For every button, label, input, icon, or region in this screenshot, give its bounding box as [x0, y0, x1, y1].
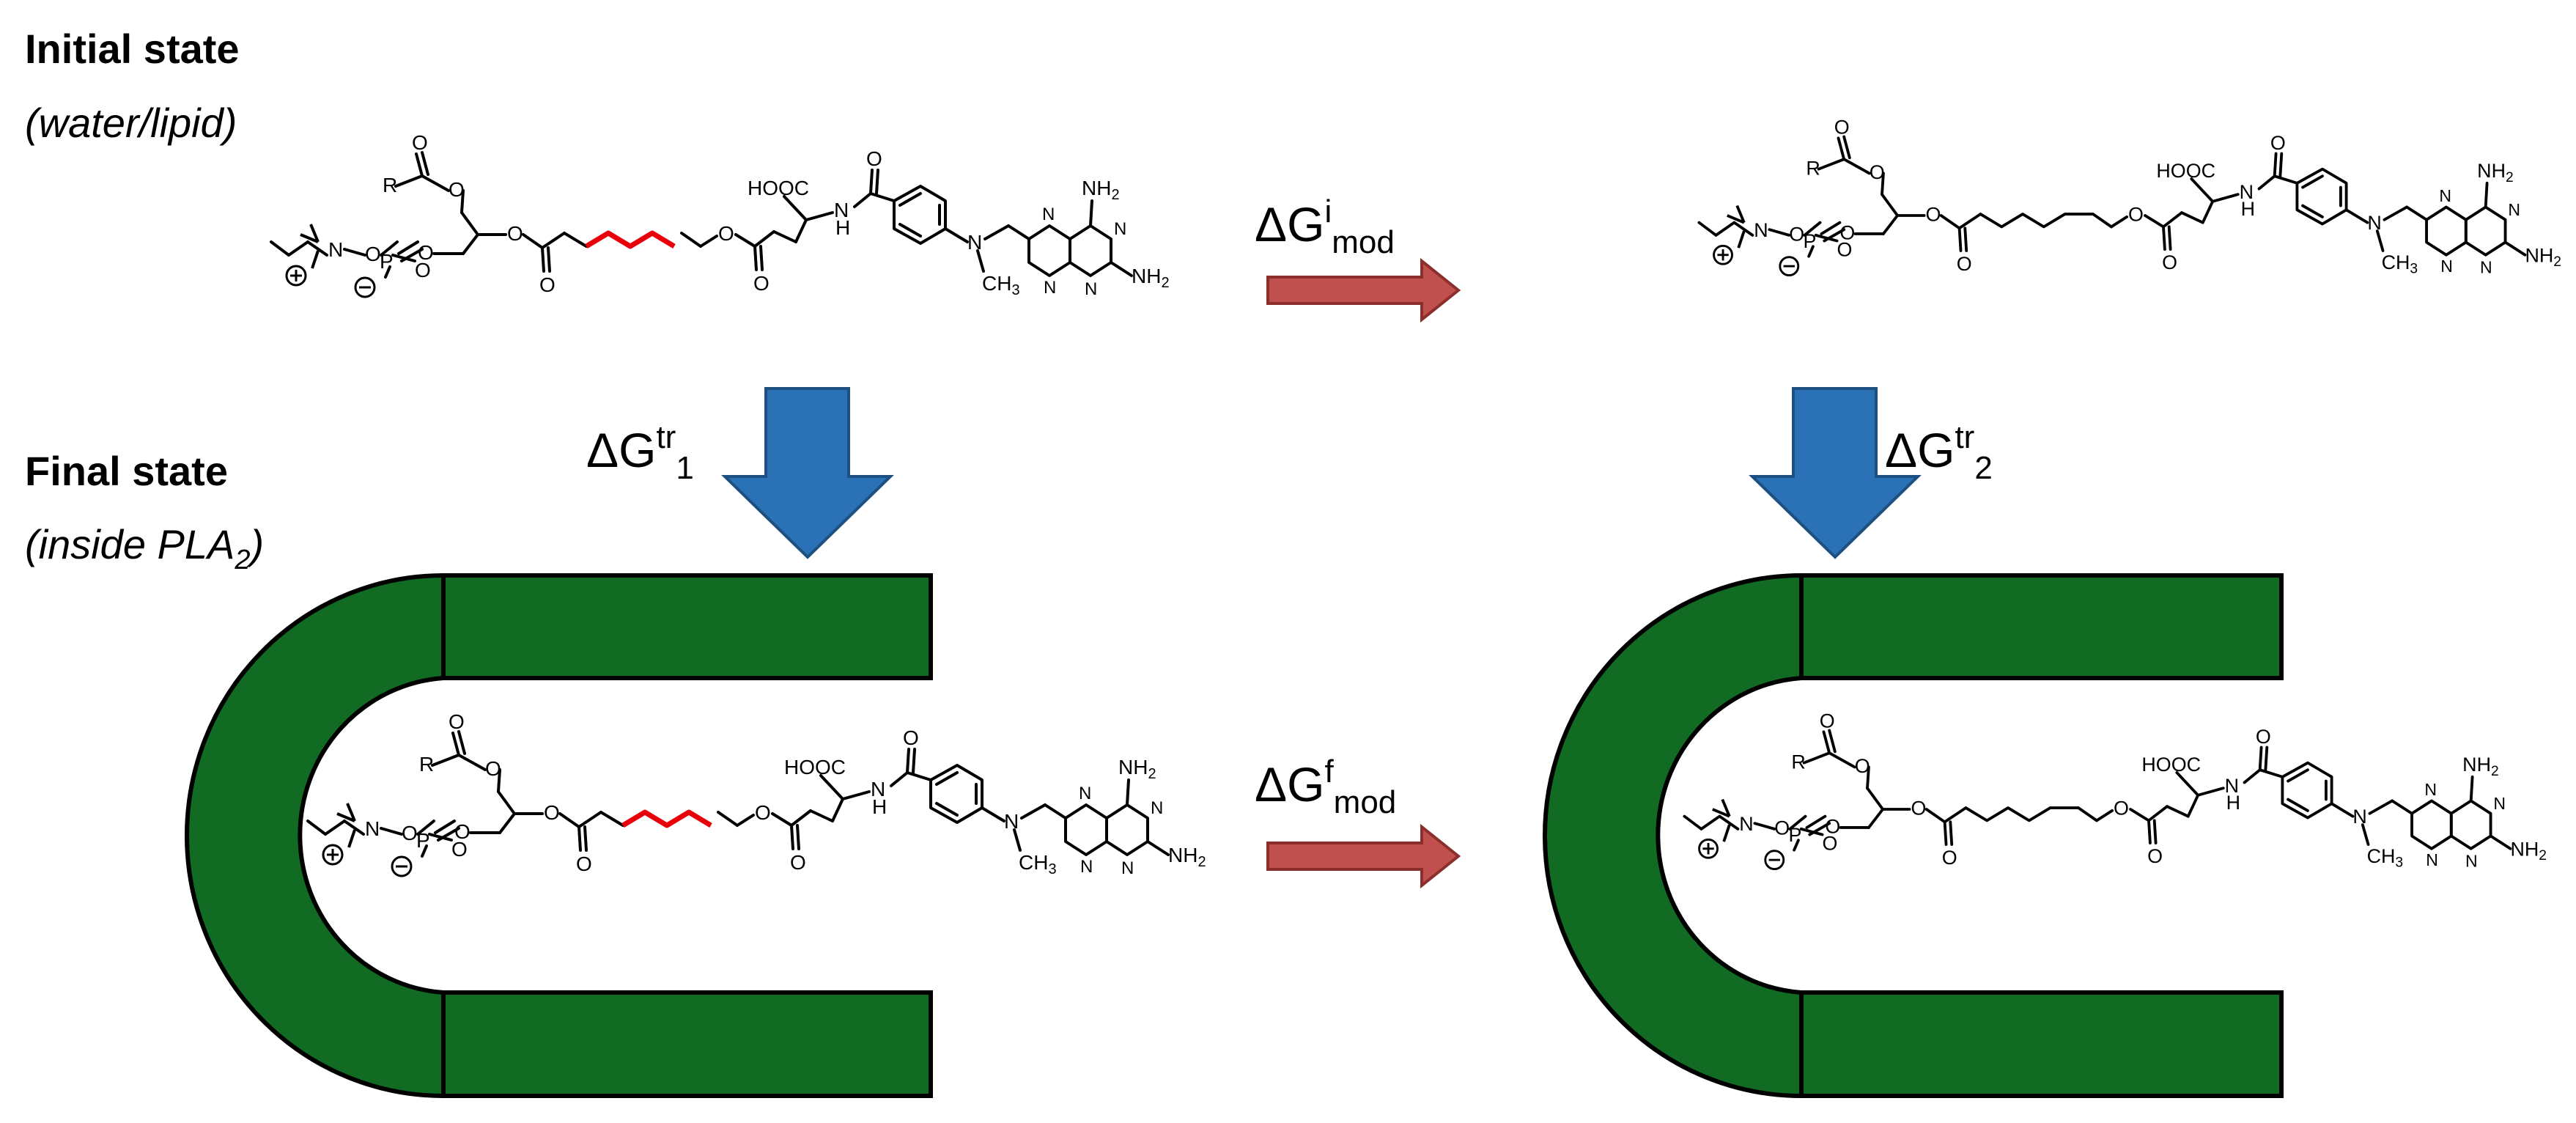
linker-bonds — [1986, 806, 2079, 822]
initial-state-title: Initial state — [25, 26, 240, 72]
dg-t2-sup: tr — [1955, 419, 1975, 455]
initial-state-subtitle: (water/lipid) — [25, 100, 237, 146]
enzyme-left-lower-arm — [441, 990, 933, 1098]
dg-t1-sub: 1 — [676, 450, 694, 486]
modification-arrow-final — [1266, 823, 1461, 889]
final-state-subtitle: (inside PLA2) — [25, 520, 265, 574]
final-subtitle-end: ) — [250, 521, 265, 567]
enzyme-left-upper-arm — [441, 573, 933, 680]
enzyme-right-upper-arm — [1799, 573, 2284, 680]
modification-arrow-initial — [1266, 257, 1461, 323]
linker-bonds — [2001, 213, 2094, 229]
transfer-arrow-1 — [721, 387, 894, 559]
dg-mf-sub: mod — [1333, 784, 1397, 820]
dg-t2-delta: ΔG — [1885, 423, 1955, 477]
enzyme-pla2-right — [1543, 572, 2284, 1099]
molecule-final-modified — [1684, 710, 2547, 871]
modified-bond-highlight — [585, 230, 676, 249]
delta-g-transfer-1-label: ΔGtr1 — [586, 419, 694, 485]
enzyme-right-lower-arm — [1799, 990, 2284, 1098]
delta-g-mod-final-label: ΔGfmod — [1255, 754, 1396, 819]
delta-g-transfer-2-label: ΔGtr2 — [1885, 419, 1993, 485]
transfer-arrow-2 — [1749, 387, 1922, 559]
dg-t1-delta: ΔG — [586, 423, 657, 477]
delta-g-mod-initial-label: ΔGimod — [1255, 194, 1395, 259]
molecule-initial-modified — [1699, 117, 2561, 277]
enzyme-right-arc — [1543, 572, 1804, 1099]
molecule-final-original — [308, 710, 1206, 878]
enzyme-left-arc — [185, 572, 446, 1099]
molecule-initial-original — [271, 131, 1170, 299]
final-state-title: Final state — [25, 448, 228, 494]
dg-mi-delta: ΔG — [1255, 197, 1325, 251]
dg-mf-delta: ΔG — [1255, 757, 1325, 811]
dg-mi-sub: mod — [1332, 224, 1395, 260]
dg-t2-sub: 2 — [1974, 450, 1993, 486]
modified-bond-highlight — [621, 809, 712, 828]
final-subtitle-main: (inside PLA — [25, 521, 235, 567]
dg-mi-sup: i — [1324, 194, 1332, 229]
enzyme-pla2-left — [185, 572, 933, 1099]
final-subtitle-sub: 2 — [235, 545, 251, 575]
dg-t1-sup: tr — [656, 419, 676, 455]
dg-mf-sup: f — [1324, 754, 1334, 789]
